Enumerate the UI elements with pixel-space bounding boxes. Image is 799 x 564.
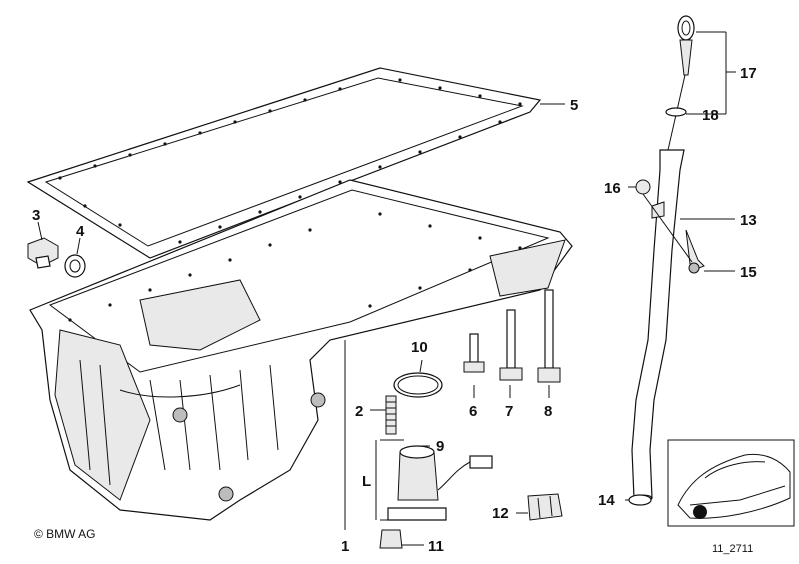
o-ring (393, 372, 443, 398)
stud (385, 395, 397, 435)
callout-7: 7 (505, 403, 513, 420)
callout-6: 6 (469, 403, 477, 420)
bolt-15 (685, 229, 705, 274)
copyright-notice: © BMW AG (34, 527, 96, 541)
callout-14: 14 (598, 492, 615, 509)
location-marker (693, 505, 707, 519)
dimension-label-l: L (362, 473, 371, 490)
drawing-number: 11_2711 (712, 543, 753, 555)
vehicle-location-thumbnail (667, 439, 795, 527)
callout-9: 9 (436, 438, 444, 455)
seal-ring (64, 254, 86, 278)
oil-pan (29, 179, 573, 521)
callout-13: 13 (740, 212, 757, 229)
callout-11: 11 (428, 538, 444, 555)
bolt-7 (499, 309, 523, 381)
callout-10: 10 (411, 339, 428, 356)
bolt-8 (537, 289, 561, 383)
leader-lines (37, 31, 736, 546)
callout-labels: 5 3 4 1 2 10 6 7 8 9 11 12 13 14 15 16 1… (32, 65, 757, 555)
callout-4: 4 (76, 223, 85, 240)
dipstick (667, 15, 695, 151)
callout-16: 16 (604, 180, 621, 197)
oil-pan-gasket (26, 67, 542, 259)
drain-plug (27, 237, 59, 269)
callout-18: 18 (702, 107, 719, 124)
tube-bracket (651, 201, 665, 219)
callout-2: 2 (355, 403, 363, 420)
clip (527, 493, 563, 521)
callout-3: 3 (32, 207, 40, 224)
seal-ring-14 (628, 494, 652, 506)
callout-17: 17 (740, 65, 757, 82)
callout-5: 5 (570, 97, 578, 114)
callout-1: 1 (341, 538, 349, 555)
bolt-6 (463, 333, 485, 373)
oil-level-sensor (375, 439, 493, 521)
dipstick-seal (665, 107, 687, 117)
callout-8: 8 (544, 403, 552, 420)
grommet (635, 179, 651, 195)
callout-12: 12 (492, 505, 509, 522)
nut (379, 529, 403, 549)
callout-15: 15 (740, 264, 757, 281)
